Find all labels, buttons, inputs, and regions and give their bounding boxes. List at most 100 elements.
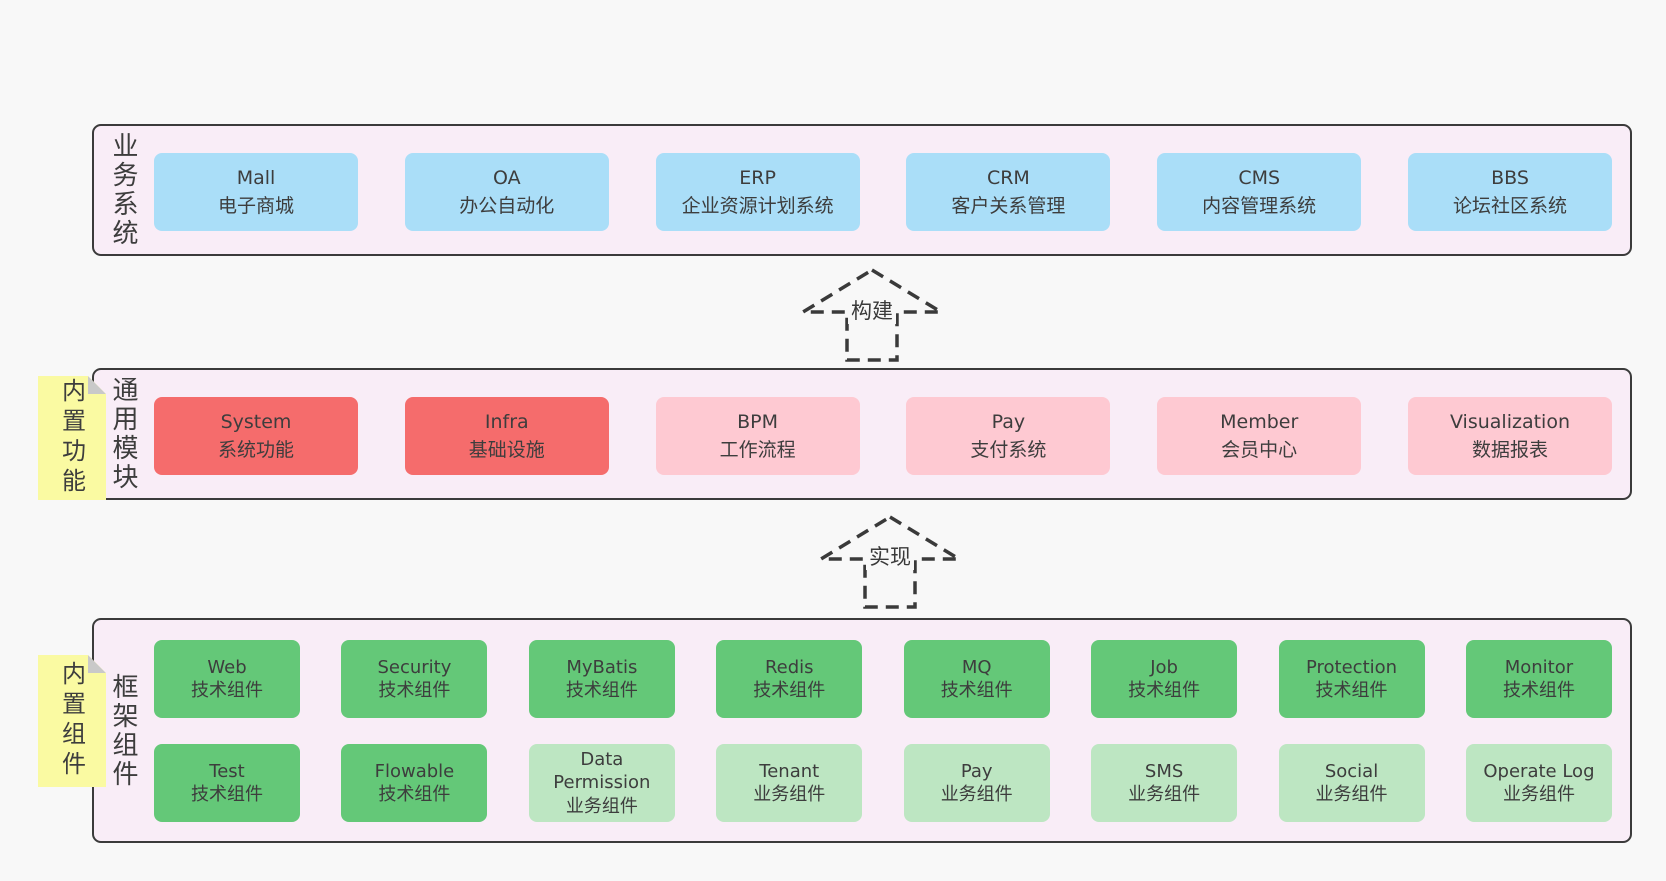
arrow-build: 构建	[797, 266, 947, 364]
box-title: BPM	[737, 410, 779, 433]
box-subtitle: 业务组件	[940, 784, 1013, 805]
sticky-label: 内置功能	[57, 378, 86, 498]
box-subtitle: 内容管理系统	[1202, 195, 1317, 217]
component-box: Pay 支付系统	[906, 397, 1111, 475]
box-title: Tenant	[759, 760, 820, 782]
box-subtitle: 系统功能	[217, 439, 294, 461]
box-title: Web	[207, 656, 247, 678]
arrow-label: 构建	[848, 299, 896, 325]
component-box: ERP 企业资源计划系统	[655, 153, 860, 231]
box-subtitle: 技术组件	[1315, 680, 1388, 701]
box-title: MQ	[961, 656, 992, 678]
up-arrow-icon	[797, 267, 947, 362]
box-title: Data Permission	[553, 749, 651, 794]
box-title: SMS	[1144, 760, 1184, 782]
component-box: Infra 基础设施	[404, 397, 609, 475]
up-arrow-icon	[815, 514, 965, 609]
component-box: System 系统功能	[154, 397, 358, 475]
box-title: Monitor	[1504, 656, 1574, 678]
box-title: CRM	[986, 166, 1030, 189]
layer-side-label: 业务系统	[108, 132, 138, 248]
box-title: Flowable	[374, 760, 455, 782]
box-title: Job	[1150, 656, 1178, 678]
box-subtitle: 技术组件	[191, 680, 263, 701]
layer-common-modules: 通用模块 System 系统功能 Infra 基础设施 BPM 工作流程 Pay 支付系统 Me…	[92, 368, 1632, 500]
component-box: BBS 论坛社区系统	[1407, 153, 1612, 231]
box-title: BBS	[1491, 166, 1529, 189]
box-title: ERP	[739, 166, 776, 189]
box-subtitle: 业务组件	[1128, 784, 1201, 805]
box-title: Visualization	[1449, 410, 1570, 433]
box-title: MyBatis	[566, 656, 638, 678]
box-subtitle: 技术组件	[940, 680, 1013, 701]
sticky-note-builtin-features: 内置功能	[38, 376, 106, 500]
box-subtitle: 技术组件	[378, 680, 451, 701]
box-subtitle: 技术组件	[1502, 680, 1575, 701]
box-subtitle: 企业资源计划系统	[681, 195, 834, 217]
component-box: CMS 内容管理系统	[1157, 153, 1362, 231]
box-subtitle: 技术组件	[565, 680, 638, 701]
component-box: Visualization 数据报表	[1407, 397, 1612, 475]
component-box: Mall 电子商城	[154, 153, 358, 231]
box-title: Pay	[960, 760, 993, 782]
box-subtitle: 基础设施	[468, 439, 545, 461]
box-title: Redis	[764, 656, 814, 678]
box-subtitle: 电子商城	[217, 195, 294, 217]
box-subtitle: 技术组件	[753, 680, 826, 701]
box-subtitle: 论坛社区系统	[1452, 195, 1567, 217]
box-title: System	[220, 410, 292, 433]
box-subtitle: 工作流程	[719, 439, 796, 461]
box-title: CMS	[1238, 166, 1281, 189]
box-title: Pay	[991, 410, 1026, 433]
component-box: OA 办公自动化	[404, 153, 609, 231]
box-title: Protection	[1305, 656, 1398, 678]
box-title: Social	[1324, 760, 1379, 782]
box-title: Mall	[236, 166, 276, 189]
box-subtitle: 数据报表	[1471, 439, 1548, 461]
layer-business-systems: 业务系统 Mall 电子商城 OA 办公自动化 ERP 企业资源计划系统 CRM 客户关系管理…	[92, 124, 1632, 256]
sticky-label: 内置组件	[57, 661, 86, 781]
modules-boxes-row: System 系统功能 Infra 基础设施 BPM 工作流程 Pay 支付系统 Member 会…	[154, 397, 1612, 475]
box-subtitle: 业务组件	[565, 795, 638, 817]
box-subtitle: 技术组件	[1128, 680, 1201, 701]
box-title: Security	[377, 656, 452, 678]
box-title: Member	[1220, 410, 1299, 433]
box-subtitle: 支付系统	[970, 439, 1047, 461]
layer-side-label: 通用模块	[108, 376, 138, 492]
box-subtitle: 客户关系管理	[951, 195, 1066, 217]
box-subtitle: 技术组件	[378, 784, 451, 805]
box-title: Operate Log	[1483, 760, 1595, 782]
business-boxes-row: Mall 电子商城 OA 办公自动化 ERP 企业资源计划系统 CRM 客户关系管理 CMS 内容…	[154, 153, 1612, 231]
component-box: CRM 客户关系管理	[906, 153, 1111, 231]
box-subtitle: 会员中心	[1221, 439, 1298, 461]
box-title: Infra	[484, 410, 529, 433]
layer-side-label: 框架组件	[108, 672, 138, 789]
box-subtitle: 技术组件	[191, 784, 263, 805]
box-subtitle: 业务组件	[1502, 784, 1575, 805]
component-box: BPM 工作流程	[655, 397, 860, 475]
box-title: Test	[209, 760, 245, 782]
box-subtitle: 业务组件	[753, 784, 826, 805]
box-subtitle: 办公自动化	[459, 195, 555, 217]
box-title: OA	[492, 166, 521, 189]
arrow-label: 实现	[866, 545, 914, 571]
